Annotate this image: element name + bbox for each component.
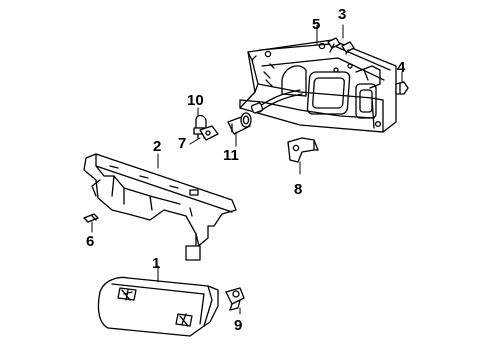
headlamp-housing-panel — [239, 39, 397, 133]
callout-6: 6 — [86, 233, 94, 250]
callout-8: 8 — [294, 181, 302, 198]
bulb-holder-9 — [225, 287, 245, 311]
wiring-harness — [250, 89, 303, 114]
mounting-frame — [83, 153, 237, 261]
callout-11: 11 — [223, 147, 239, 164]
socket-connector-11 — [227, 112, 252, 135]
clip-6 — [83, 213, 99, 223]
headlamp-lens — [97, 276, 219, 337]
callout-3: 3 — [338, 6, 346, 23]
callout-labels: 1 2 3 4 5 6 7 8 9 10 11 — [86, 6, 406, 334]
callout-4: 4 — [397, 59, 406, 76]
callout-9: 9 — [234, 317, 242, 334]
bracket-8 — [287, 137, 319, 163]
leader-lines — [91, 24, 403, 315]
callout-1: 1 — [152, 255, 160, 272]
adjuster-nut — [395, 81, 409, 95]
bulb-socket-7 — [199, 125, 219, 141]
callout-5: 5 — [312, 16, 320, 33]
callout-2: 2 — [153, 138, 161, 155]
screw-3b — [341, 41, 355, 55]
callout-10: 10 — [187, 92, 204, 109]
callout-7: 7 — [178, 135, 186, 152]
screw-3a — [327, 37, 341, 53]
